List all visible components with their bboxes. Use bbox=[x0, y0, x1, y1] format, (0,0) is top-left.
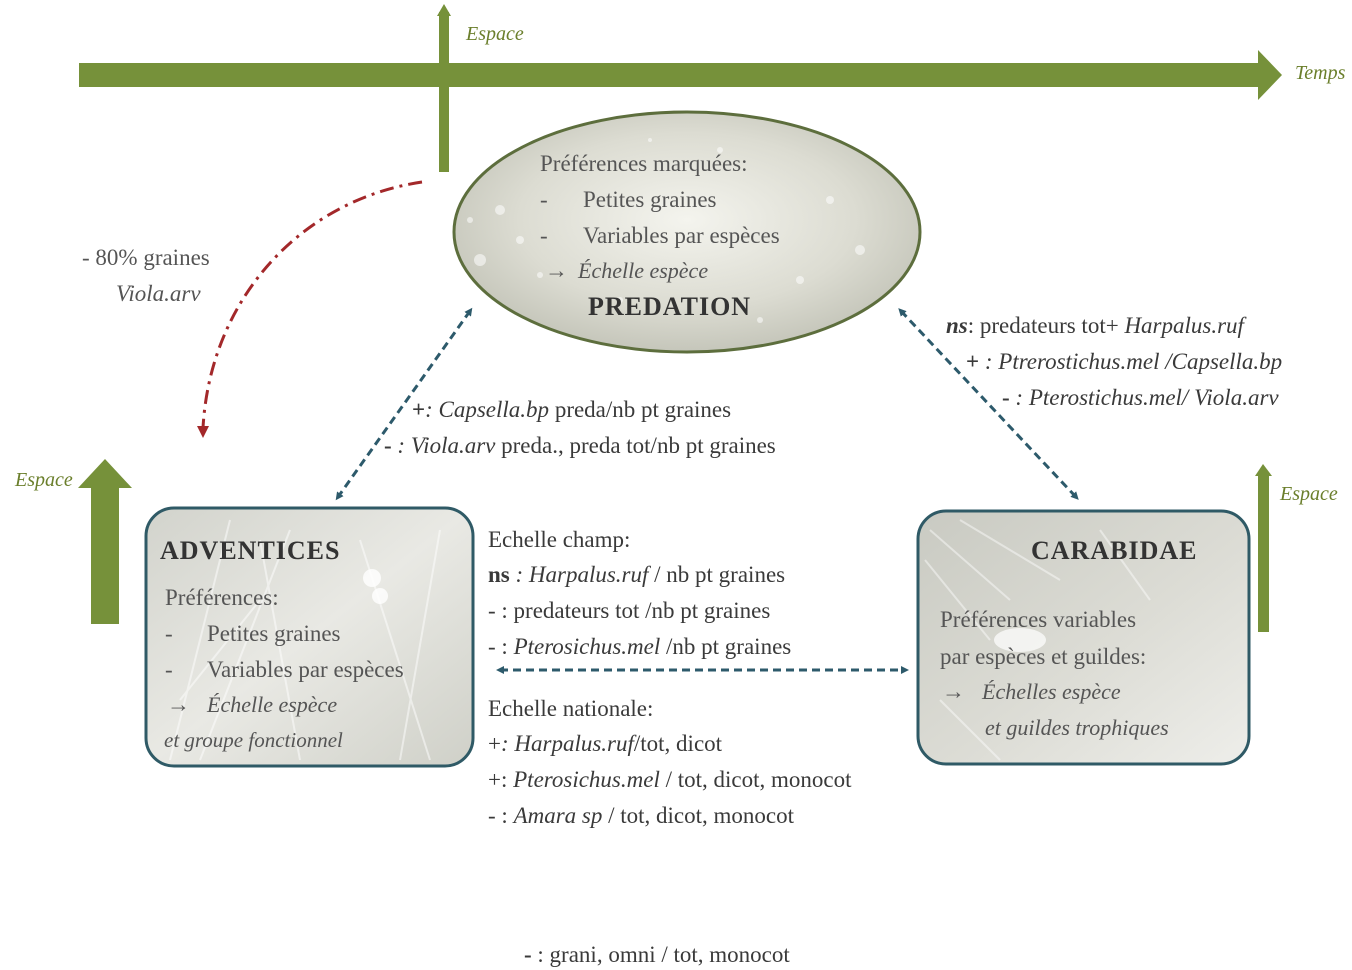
left-relation-line1: +: Capsella.bp preda/nb pt graines bbox=[412, 398, 731, 421]
right-space-label: Espace bbox=[1280, 483, 1338, 505]
time-axis-arrow bbox=[79, 50, 1282, 100]
seed-percent-note: - 80% graines bbox=[82, 245, 210, 270]
predation-ellipse bbox=[452, 110, 922, 354]
predation-item2-dash: - bbox=[540, 223, 548, 248]
right-relation-l1-taxon: Harpalus.ruf bbox=[1124, 313, 1244, 338]
left-relation-l2-rest: preda., preda tot/nb pt graines bbox=[495, 433, 776, 458]
top-space-label: Espace bbox=[466, 23, 524, 45]
adventices-arrow-icon: → bbox=[167, 692, 190, 717]
predation-item1-dash: - bbox=[540, 187, 548, 212]
adventices-box bbox=[144, 506, 475, 768]
national-scale-header: Echelle nationale: bbox=[488, 696, 654, 721]
carabidae-scale2: et guildes trophiques bbox=[985, 715, 1169, 740]
adventices-item2-dash: - bbox=[165, 657, 173, 682]
right-relation-line1: ns: predateurs tot+ Harpalus.ruf bbox=[946, 314, 1244, 337]
national-line1-sign: + bbox=[488, 731, 501, 756]
right-relation-l1-sign: ns bbox=[946, 313, 968, 338]
predation-scale: Échelle espèce bbox=[578, 258, 709, 283]
left-relation-line2: - : Viola.arv preda., preda tot/nb pt gr… bbox=[384, 434, 776, 457]
footer-line: - : grani, omni / tot, monocot bbox=[524, 943, 790, 966]
predation-title: PREDATION bbox=[588, 292, 752, 321]
field-line1: ns : Harpalus.ruf / nb pt graines bbox=[488, 563, 785, 586]
left-space-axis-arrow bbox=[78, 459, 132, 624]
adventices-item1: Petites graines bbox=[207, 621, 341, 646]
carabidae-scale: Échelles espèce bbox=[982, 679, 1121, 704]
predation-item2: Variables par espèces bbox=[583, 223, 780, 248]
adventices-scale: Échelle espèce bbox=[207, 692, 338, 717]
footer-text: : grani, omni / tot, monocot bbox=[531, 942, 790, 967]
seed-species-note: Viola.arv bbox=[116, 281, 201, 306]
predation-arrow-icon: → bbox=[545, 258, 568, 283]
predation-carabidae-link bbox=[898, 308, 1079, 500]
field-scale-header: Echelle champ: bbox=[488, 527, 631, 552]
adventices-scale2: et groupe fonctionnel bbox=[164, 728, 343, 752]
adventices-item1-dash: - bbox=[165, 621, 173, 646]
national-line1: +: Harpalus.ruf/tot, dicot bbox=[488, 732, 722, 755]
national-line1-taxon: : Harpalus.ruf bbox=[500, 731, 634, 756]
right-relation-l2-sign: + bbox=[966, 349, 980, 374]
left-relation-l1-rest: preda/nb pt graines bbox=[549, 397, 732, 422]
carabidae-line1: Préférences variables bbox=[940, 607, 1137, 632]
field-line3-rest: /nb pt graines bbox=[660, 634, 792, 659]
right-relation-line2: + : Ptrerostichus.mel /Capsella.bp bbox=[966, 350, 1282, 373]
national-line2: +: Pterosichus.mel / tot, dicot, monocot bbox=[488, 768, 852, 791]
predation-item1: Petites graines bbox=[583, 187, 717, 212]
national-line3: - : Amara sp / tot, dicot, monocot bbox=[488, 804, 794, 827]
top-space-axis-arrow bbox=[437, 4, 451, 172]
national-line2-taxon: Pterosichus.mel bbox=[513, 767, 660, 792]
predation-header: Préférences marquées: bbox=[540, 151, 748, 176]
field-line3-sign: - : bbox=[488, 634, 514, 659]
field-line3: - : Pterosichus.mel /nb pt graines bbox=[488, 635, 791, 658]
field-line1-taxon: : Harpalus.ruf bbox=[509, 562, 649, 587]
national-line2-rest: / tot, dicot, monocot bbox=[659, 767, 852, 792]
left-space-label: Espace bbox=[15, 469, 73, 491]
right-relation-l2-taxon: : Ptrerostichus.mel /Capsella.bp bbox=[979, 349, 1283, 374]
right-relation-line3: - : Pterostichus.mel/ Viola.arv bbox=[1002, 386, 1279, 409]
footer-sign: - bbox=[524, 942, 532, 967]
right-relation-l3-taxon: : Pterostichus.mel/ Viola.arv bbox=[1009, 385, 1279, 410]
carabidae-line2: par espèces et guildes: bbox=[940, 644, 1147, 669]
carabidae-arrow-icon: → bbox=[942, 679, 965, 704]
right-space-axis-arrow bbox=[1255, 464, 1272, 632]
time-label: Temps bbox=[1295, 62, 1346, 84]
carabidae-title: CARABIDAE bbox=[1031, 536, 1198, 565]
adventices-title: ADVENTICES bbox=[160, 536, 341, 565]
national-line3-rest: / tot, dicot, monocot bbox=[602, 803, 795, 828]
left-relation-l1-taxon: : Capsella.bp bbox=[425, 397, 550, 422]
field-line1-sign: ns bbox=[488, 562, 510, 587]
field-line3-taxon: Pterosichus.mel bbox=[513, 634, 661, 659]
left-relation-l2-sign: - bbox=[384, 433, 392, 458]
left-relation-l1-sign: + bbox=[412, 397, 426, 422]
red-dashdot-arrow bbox=[197, 180, 423, 438]
national-line3-sign: - : bbox=[488, 803, 514, 828]
carabidae-box bbox=[916, 509, 1251, 766]
field-line1-rest: / nb pt graines bbox=[648, 562, 786, 587]
adventices-header: Préférences: bbox=[165, 585, 279, 610]
national-line1-rest: /tot, dicot bbox=[633, 731, 723, 756]
field-line2: - : predateurs tot /nb pt graines bbox=[488, 598, 771, 623]
national-line2-sign: +: bbox=[488, 767, 514, 792]
left-relation-l2-taxon: : Viola.arv bbox=[391, 433, 496, 458]
right-relation-l1-rest: : predateurs tot+ bbox=[967, 313, 1125, 338]
adventices-item2: Variables par espèces bbox=[207, 657, 404, 682]
right-relation-l3-sign: - bbox=[1002, 385, 1010, 410]
national-line3-taxon: Amara sp bbox=[513, 803, 603, 828]
